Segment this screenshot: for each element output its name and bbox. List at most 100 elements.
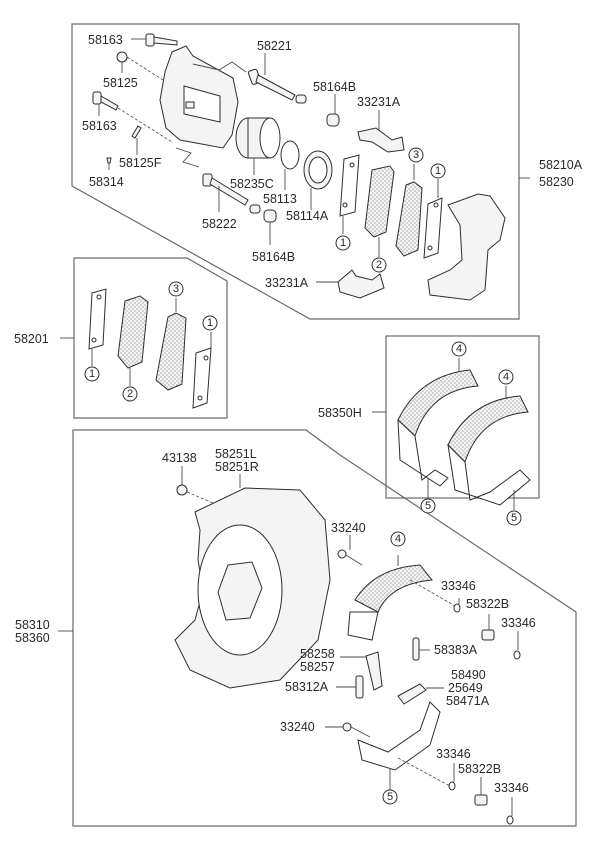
- label-58314: 58314: [89, 175, 124, 189]
- kit-pad-inner: [117, 295, 149, 386]
- label-58125: 58125: [103, 76, 138, 90]
- svg-text:5: 5: [511, 512, 517, 524]
- dust-boot: [303, 150, 333, 210]
- label-58164b-lower: 58164B: [252, 250, 295, 264]
- svg-text:1: 1: [435, 165, 441, 177]
- caliper-bolt-upper: [131, 33, 178, 47]
- label-33346-b: 33346: [501, 616, 536, 630]
- label-33346-d: 33346: [494, 781, 529, 795]
- adjuster-lever: [340, 651, 383, 691]
- guide-pin-boot-lower: [263, 209, 277, 245]
- label-33240-lower: 33240: [280, 720, 315, 734]
- svg-text:2: 2: [127, 388, 133, 400]
- svg-text:3: 3: [413, 149, 419, 161]
- spring-lower: [474, 777, 488, 806]
- kit-shim-right: [192, 332, 212, 409]
- kit-shim-left: [88, 288, 107, 366]
- bleeder-screw: [131, 125, 142, 155]
- label-58322b-lower: 58322B: [458, 762, 501, 776]
- pad-shim-outer: [423, 179, 443, 259]
- callout-1-kit-right: 1: [202, 315, 218, 331]
- hold-down-pin-lower: [325, 722, 371, 738]
- caliper-housing: [159, 45, 247, 168]
- piston: [235, 117, 281, 175]
- front-caliper-frame: [71, 23, 530, 320]
- brake-pad-inner: [364, 165, 395, 257]
- svg-text:4: 4: [503, 371, 509, 383]
- callout-3-kit: 3: [168, 281, 184, 297]
- callout-5-shoe-right: 5: [506, 510, 522, 526]
- callout-5-rear: 5: [382, 789, 398, 805]
- adjuster-spring: [336, 675, 364, 699]
- label-58360: 58360: [15, 631, 50, 645]
- callout-1-caliper-inner: 1: [335, 235, 351, 251]
- label-58230: 58230: [539, 175, 574, 189]
- label-58210a: 58210A: [539, 158, 583, 172]
- washer-upper-b: [513, 631, 521, 660]
- svg-text:5: 5: [387, 791, 393, 803]
- label-58163-lower: 58163: [82, 119, 117, 133]
- svg-text:2: 2: [376, 259, 382, 271]
- callout-3-caliper: 3: [408, 147, 424, 163]
- parking-shoe-left: [397, 358, 479, 498]
- label-58163-upper: 58163: [88, 33, 123, 47]
- caliper-cap: [106, 157, 112, 170]
- svg-text:4: 4: [456, 343, 462, 355]
- label-58221: 58221: [257, 39, 292, 53]
- label-58312a: 58312A: [285, 680, 329, 694]
- label-58490: 58490: [451, 668, 486, 682]
- label-58201: 58201: [14, 332, 49, 346]
- label-33346-c: 33346: [436, 747, 471, 761]
- label-58125f: 58125F: [119, 156, 162, 170]
- return-spring: [412, 637, 430, 661]
- callout-1-kit-left: 1: [84, 366, 100, 382]
- svg-text:5: 5: [425, 500, 431, 512]
- label-58471a: 58471A: [446, 694, 490, 708]
- svg-text:1: 1: [89, 368, 95, 380]
- washer-lower-b: [506, 797, 514, 825]
- label-43138: 43138: [162, 451, 197, 465]
- callout-5-shoe-left: 5: [420, 498, 436, 514]
- label-33231a-lower: 33231A: [265, 276, 309, 290]
- label-58164b-upper: 58164B: [313, 80, 356, 94]
- backing-plate: [174, 474, 331, 689]
- pad-shim-inner: [339, 154, 360, 234]
- guide-pin-boot-upper: [326, 94, 340, 127]
- label-33240-upper: 33240: [331, 521, 366, 535]
- parking-shoe-frame: [372, 335, 540, 499]
- label-58235c: 58235C: [230, 177, 274, 191]
- parking-shoe-right: [447, 386, 531, 510]
- label-33346-a: 33346: [441, 579, 476, 593]
- svg-text:3: 3: [173, 283, 179, 295]
- label-58257: 58257: [300, 660, 335, 674]
- caliper-bracket: [427, 193, 506, 301]
- svg-text:1: 1: [340, 237, 346, 249]
- label-58322b-upper: 58322B: [466, 597, 509, 611]
- guide-pin-lower: [202, 173, 261, 214]
- label-58251r: 58251R: [215, 460, 259, 474]
- washer-lower-a: [448, 763, 456, 791]
- label-58222: 58222: [202, 217, 237, 231]
- guide-pin-upper: [247, 53, 307, 104]
- pad-kit-frame: [60, 257, 228, 419]
- anti-rattle-clip-upper: [357, 110, 405, 153]
- callout-4-shoe-right: 4: [498, 369, 514, 385]
- rear-shoe-upper: [347, 555, 456, 641]
- kit-pad-outer: [155, 298, 187, 391]
- callout-2-kit: 2: [122, 386, 138, 402]
- spring-upper: [481, 614, 495, 641]
- bleeder-cap: [116, 51, 164, 81]
- anti-rattle-clip-lower: [316, 269, 385, 299]
- rear-brake-frame: [58, 429, 577, 827]
- hold-down-pin-upper: [337, 535, 363, 566]
- caliper-bolt-lower: [92, 91, 173, 143]
- washer-upper-a: [453, 598, 461, 613]
- label-58258: 58258: [300, 647, 335, 661]
- label-58113: 58113: [263, 192, 297, 206]
- callout-4-shoe-left: 4: [451, 341, 467, 357]
- label-25649: 25649: [448, 681, 483, 695]
- svg-text:1: 1: [207, 317, 213, 329]
- callout-1-caliper-outer: 1: [430, 163, 446, 179]
